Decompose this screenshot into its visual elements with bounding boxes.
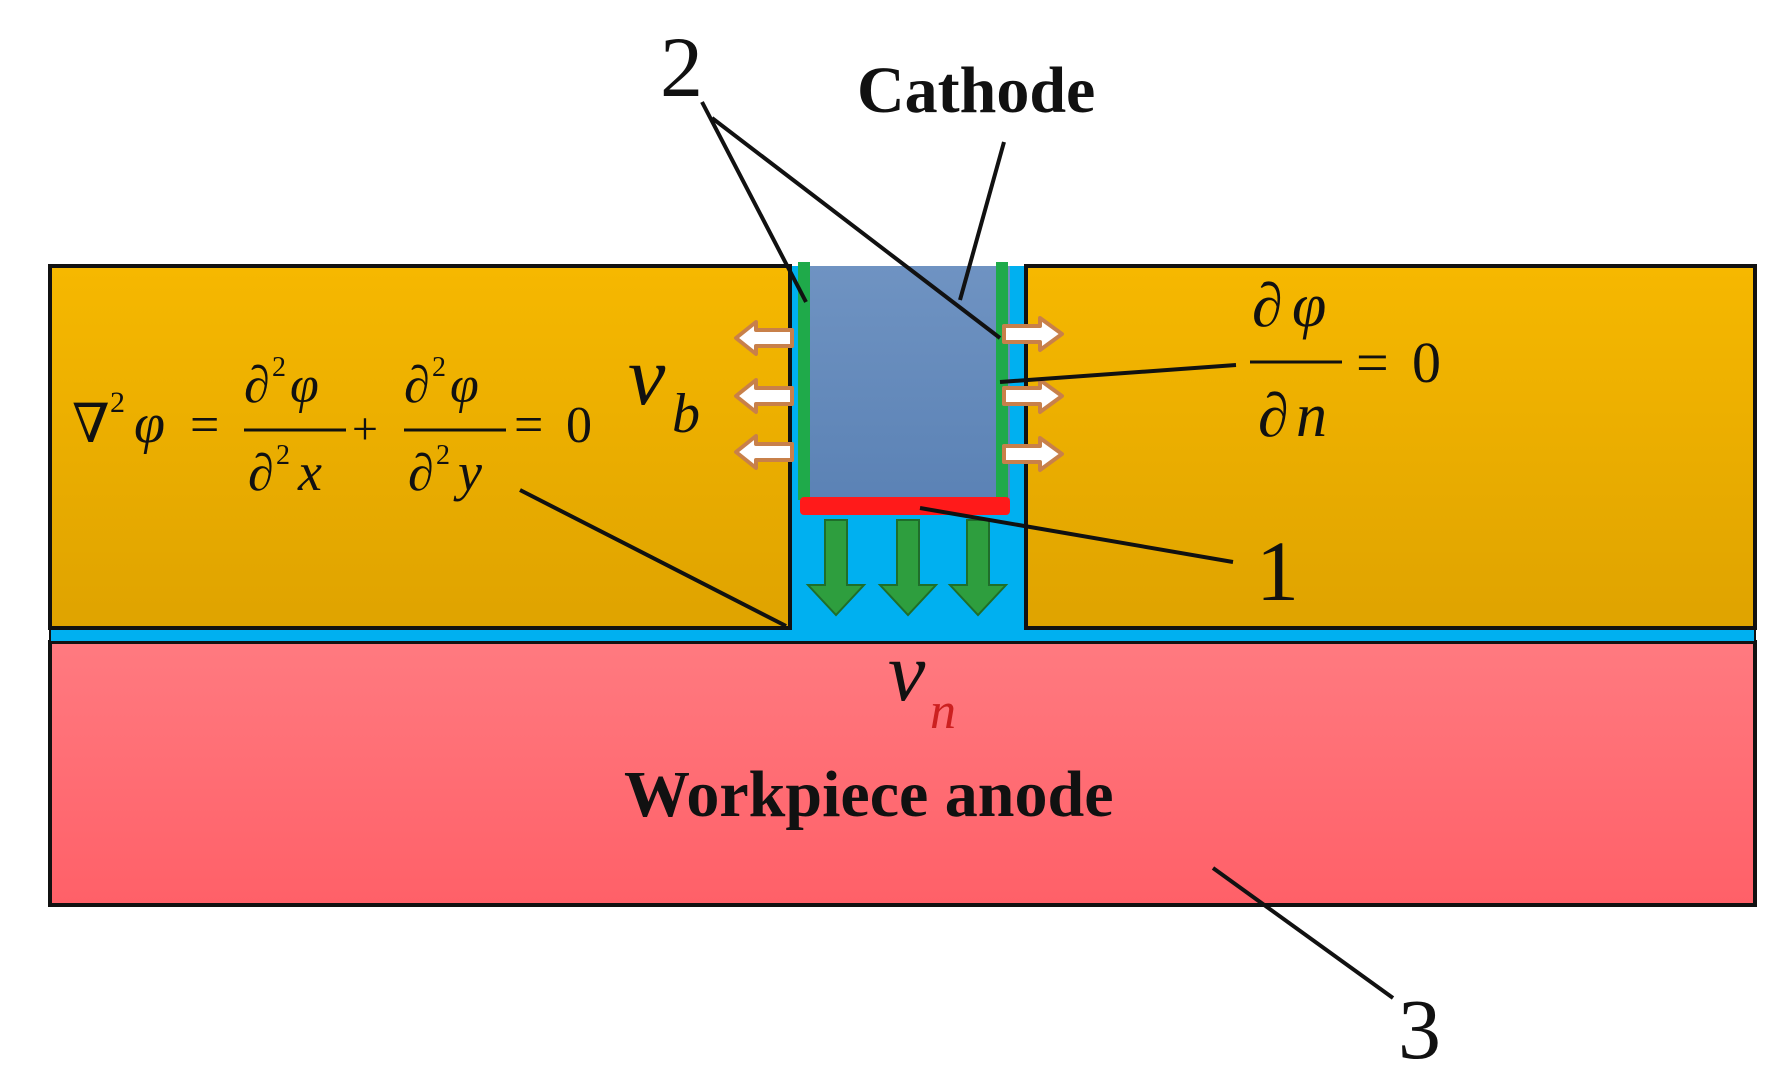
leader-2-left xyxy=(700,101,808,303)
label-workpiece-anode: Workpiece anode xyxy=(624,758,1114,831)
frac2-num-partial: ∂ xyxy=(404,357,430,414)
workpiece-anode xyxy=(48,640,1757,907)
frac2-den-sup: 2 xyxy=(436,440,450,471)
laplace-equation: ∇ 2 φ = ∂ 2 φ ∂ 2 x + ∂ 2 φ ∂ 2 y = 0 xyxy=(72,352,592,502)
leader-3 xyxy=(1211,866,1395,1000)
side-insulation-left xyxy=(798,262,810,500)
vb-base: v xyxy=(628,330,666,423)
vn-base: v xyxy=(888,626,926,719)
laplace-equals-1: = xyxy=(190,397,219,454)
bc-equals: = xyxy=(1356,330,1389,395)
insulator-right xyxy=(1024,264,1757,630)
frac2-den-partial: ∂ xyxy=(408,445,434,502)
frac1-num-partial: ∂ xyxy=(244,357,270,414)
arrow-down-icon xyxy=(947,519,1009,617)
laplace-equals-2: = xyxy=(514,397,543,454)
side-arrows-left xyxy=(734,320,794,470)
leader-boundary xyxy=(999,363,1237,384)
bc-den-n: n xyxy=(1296,382,1327,450)
frac2-num-sup: 2 xyxy=(432,352,446,383)
arrow-right-outline-icon xyxy=(1002,436,1064,472)
label-1: 1 xyxy=(1256,523,1299,619)
velocity-vn: v n xyxy=(888,626,956,740)
vb-subscript: b xyxy=(672,383,700,445)
front-working-face xyxy=(800,497,1010,515)
label-cathode: Cathode xyxy=(857,54,1095,127)
leader-cathode xyxy=(958,141,1006,301)
laplace-zero: 0 xyxy=(566,397,592,454)
bc-den-partial: ∂ xyxy=(1258,382,1289,450)
velocity-vb: v b xyxy=(628,330,700,445)
label-3: 3 xyxy=(1398,981,1441,1074)
arrow-right-outline-icon xyxy=(1002,378,1064,414)
label-2: 2 xyxy=(660,19,703,115)
arrow-left-outline-icon xyxy=(734,434,794,470)
frac1-den-x: x xyxy=(297,442,322,502)
arrow-down-icon xyxy=(877,519,939,617)
leader-1 xyxy=(919,506,1234,564)
side-arrows-right xyxy=(1002,316,1064,472)
laplace-phi: φ xyxy=(134,393,165,455)
frac1-den-sup: 2 xyxy=(276,440,290,471)
boundary-equation: ∂ φ ∂ n = 0 xyxy=(1250,272,1441,450)
feed-arrows xyxy=(805,519,1009,617)
arrow-right-outline-icon xyxy=(1002,316,1064,352)
frac1-den-partial: ∂ xyxy=(248,445,274,502)
arrow-left-outline-icon xyxy=(734,320,794,356)
arrow-left-outline-icon xyxy=(734,378,794,414)
laplace-nabla-sup: 2 xyxy=(110,386,125,419)
vn-subscript: n xyxy=(930,683,956,740)
leader-2-right xyxy=(710,116,1002,340)
bc-num-partial: ∂ xyxy=(1252,272,1283,340)
leader-laplace xyxy=(519,488,787,628)
arrow-down-icon xyxy=(805,519,867,617)
frac2-num-phi: φ xyxy=(450,357,479,414)
cathode-tool xyxy=(806,266,1010,500)
bc-zero: 0 xyxy=(1412,330,1441,395)
frac1-num-sup: 2 xyxy=(272,352,286,383)
frac1-num-phi: φ xyxy=(290,357,319,414)
laplace-nabla: ∇ xyxy=(72,394,110,454)
frac2-den-y: y xyxy=(453,442,482,502)
bc-num-phi: φ xyxy=(1292,272,1326,340)
laplace-plus: + xyxy=(352,403,378,454)
